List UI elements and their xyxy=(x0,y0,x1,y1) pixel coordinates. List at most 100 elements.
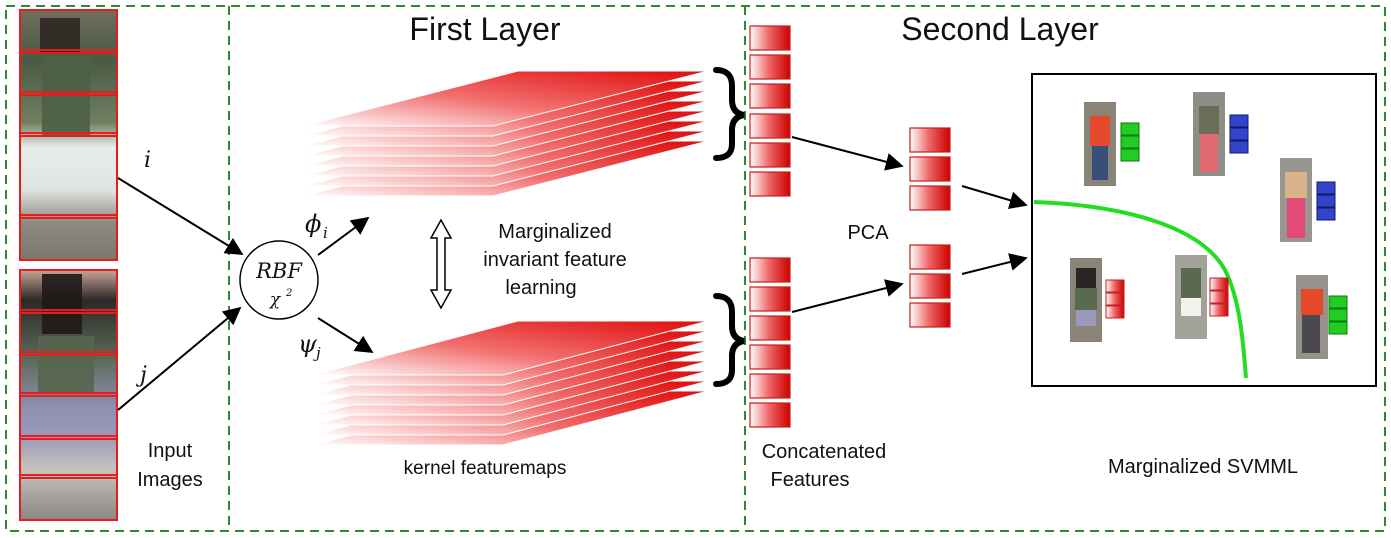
sample-pair-2 xyxy=(1193,92,1249,176)
sample-pair-6 xyxy=(1296,275,1348,359)
concatenated-label-line1: Concatenated xyxy=(762,441,887,463)
psi-label: ψ xyxy=(298,330,318,358)
pedestrian-striped-top xyxy=(1075,288,1097,310)
featuremap-layer xyxy=(312,320,709,376)
pedestrian-skirt xyxy=(1076,310,1096,326)
arrow-to-phi-stack xyxy=(317,216,370,256)
feature-cell xyxy=(749,113,791,139)
pedestrian-jeans xyxy=(1092,146,1108,180)
pedestrian-grey-jacket xyxy=(1199,106,1219,134)
feature-cell-blue xyxy=(1229,140,1249,154)
pca-cell xyxy=(909,302,951,328)
person-striped-back xyxy=(38,336,94,394)
pedestrian-dark-hair xyxy=(1076,268,1096,288)
phi-label: ϕ xyxy=(305,210,321,238)
concatenated-features-upper xyxy=(749,25,791,197)
pca-cell xyxy=(909,127,951,153)
pedestrian-red-shirt xyxy=(1090,116,1110,146)
feature-cell-green xyxy=(1328,308,1348,322)
pca-features-lower xyxy=(909,244,951,328)
pedestrian-pink-pants xyxy=(1200,134,1218,172)
featuremap-layer xyxy=(302,70,709,127)
feature-cell-red xyxy=(1209,290,1229,304)
feature-cell xyxy=(749,402,791,428)
feature-cell-red xyxy=(1209,303,1229,317)
concatenated-features-lower xyxy=(749,257,791,428)
feature-cell-blue xyxy=(1316,207,1336,221)
pca-cell xyxy=(909,244,951,270)
arrow-pca-lower-to-svmml xyxy=(961,253,1028,275)
index-i-label: i xyxy=(144,148,151,173)
feature-cell xyxy=(749,83,791,109)
feature-cell-green xyxy=(1328,295,1348,309)
person-hair-back xyxy=(42,274,82,334)
pedestrian-white-skirt xyxy=(1181,298,1201,316)
input-images-label-line1: Input xyxy=(148,440,193,462)
lower-curly-brace xyxy=(713,293,745,387)
outer-dashed-border xyxy=(5,5,1386,532)
lower-featuremap-stack xyxy=(312,320,709,446)
concatenated-label-line2: Features xyxy=(771,469,850,491)
arrow-to-psi-stack xyxy=(317,317,374,353)
arrow-lower-to-pca xyxy=(791,279,904,313)
feature-cell-blue xyxy=(1316,181,1336,195)
pca-label: PCA xyxy=(847,222,889,244)
arrow-pca-upper-to-svmml xyxy=(961,185,1028,210)
feature-cell-red xyxy=(1105,292,1125,306)
pca-cell xyxy=(909,185,951,211)
feature-cell-red xyxy=(1209,277,1229,291)
rbf-label: RBF xyxy=(255,259,303,283)
pedestrian-red-shirt xyxy=(1301,289,1323,315)
panel-borders xyxy=(5,5,1386,532)
feature-cell-red xyxy=(1105,279,1125,293)
first-layer-title: First Layer xyxy=(409,11,560,47)
feature-cell xyxy=(749,286,791,312)
sample-pair-1 xyxy=(1084,102,1140,186)
sample-pair-5 xyxy=(1175,255,1229,339)
input-images-label-line2: Images xyxy=(137,469,203,491)
chi-label: χ xyxy=(269,290,282,310)
feature-cell xyxy=(749,315,791,341)
second-layer-title: Second Layer xyxy=(901,11,1099,47)
feature-cell xyxy=(749,171,791,197)
arrow-j-to-rbf xyxy=(117,306,242,411)
feature-cell-green xyxy=(1120,122,1140,136)
pedestrian-striped-top xyxy=(1181,268,1201,298)
feature-cell xyxy=(749,142,791,168)
arrow-i-to-rbf xyxy=(117,177,244,255)
svmml-label: Marginalized SVMML xyxy=(1108,456,1298,478)
feature-cell xyxy=(749,54,791,80)
feature-cell-green xyxy=(1120,135,1140,149)
feature-cell-green xyxy=(1120,148,1140,162)
feature-cell xyxy=(749,257,791,283)
upper-curly-brace xyxy=(713,67,745,161)
marginalized-label-line1: Marginalized xyxy=(498,221,611,243)
sample-pair-3 xyxy=(1280,158,1336,242)
pedestrian-pink-pants xyxy=(1287,198,1305,238)
pedestrian-dark-pants xyxy=(1302,315,1320,353)
marginalized-label-line2: invariant feature xyxy=(483,249,626,271)
svmml-decision-boundary xyxy=(1033,200,1248,379)
feature-cell xyxy=(749,373,791,399)
invariance-double-arrow xyxy=(429,218,453,310)
pca-features-upper xyxy=(909,127,951,211)
kernel-featuremaps-label: kernel featuremaps xyxy=(404,458,567,479)
arrow-upper-to-pca xyxy=(791,136,904,171)
pedestrian-tan-jacket xyxy=(1285,172,1307,198)
person-hair xyxy=(40,18,80,54)
feature-cell-red xyxy=(1105,305,1125,319)
feature-cell-blue xyxy=(1229,114,1249,128)
pca-cell xyxy=(909,156,951,182)
chi-exponent: 2 xyxy=(285,288,292,299)
upper-featuremap-stack xyxy=(302,70,709,197)
patch-grid-lower xyxy=(19,269,118,521)
patch-grid-upper xyxy=(19,9,118,261)
feature-cell xyxy=(749,344,791,370)
feature-cell-green xyxy=(1328,321,1348,335)
index-j-label: j xyxy=(135,363,147,388)
input-image-j xyxy=(19,269,118,521)
phi-subscript: i xyxy=(323,224,328,242)
feature-cell-blue xyxy=(1316,194,1336,208)
